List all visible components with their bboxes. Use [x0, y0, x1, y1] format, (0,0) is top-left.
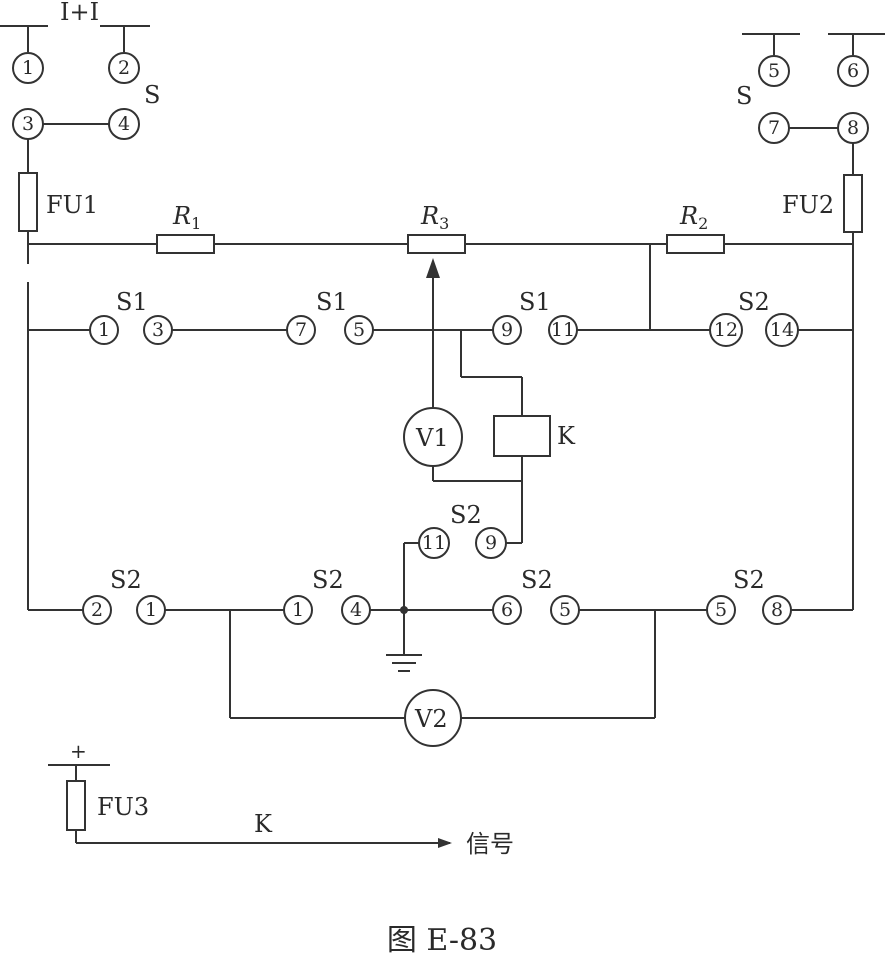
terminal-number: 8 — [847, 117, 859, 139]
bus-label-left: I+I — [60, 0, 99, 26]
switch-label-s1: S1 — [519, 288, 551, 316]
meter-label-v2: V2 — [414, 705, 448, 733]
wires — [0, 25, 885, 848]
terminal: 2 — [82, 595, 112, 625]
terminal: 5 — [344, 315, 374, 345]
terminal: 2 — [108, 52, 140, 84]
terminal-number: 8 — [771, 599, 783, 621]
terminal: 3 — [12, 108, 44, 140]
components — [18, 172, 863, 831]
terminal: 6 — [492, 595, 522, 625]
terminal: 4 — [341, 595, 371, 625]
terminal-number: 14 — [770, 319, 794, 341]
terminal: 1 — [136, 595, 166, 625]
junction-dot — [400, 606, 408, 614]
resistor-r3 — [407, 234, 466, 254]
terminal: 5 — [550, 595, 580, 625]
switch-label-s-right: S — [736, 82, 752, 110]
resistor-label-r2: R2 — [679, 202, 708, 233]
relay-k — [493, 415, 551, 457]
terminal: 12 — [709, 313, 743, 347]
terminal: 3 — [143, 315, 173, 345]
terminal-number: 2 — [118, 57, 130, 79]
terminal-number: 1 — [145, 599, 157, 621]
labels: I+I S S FU1 FU2 FU3 R1 R3 R2 S1 S1 S1 S2… — [46, 0, 834, 957]
terminal: 7 — [286, 315, 316, 345]
terminal-number: 5 — [768, 60, 780, 82]
terminal: 1 — [283, 595, 313, 625]
figure-caption: 图 E-83 — [387, 923, 497, 957]
fuse-label-fu3: FU3 — [97, 793, 149, 821]
terminal: 14 — [765, 313, 799, 347]
terminal-number: 4 — [118, 113, 130, 135]
terminal-number: 4 — [350, 599, 362, 621]
terminal: 1 — [89, 315, 119, 345]
terminal: 9 — [492, 315, 522, 345]
terminal: 1 — [12, 52, 44, 84]
voltmeter-v1 — [403, 407, 463, 467]
resistor-r1 — [156, 234, 215, 254]
switch-label-s2: S2 — [450, 501, 482, 529]
terminal-number: 1 — [292, 599, 304, 621]
terminal-number: 7 — [295, 319, 307, 341]
terminal-number: 9 — [485, 532, 497, 554]
terminal-number: 6 — [501, 599, 513, 621]
terminal-number: 3 — [22, 113, 34, 135]
terminal: 5 — [758, 55, 790, 87]
switch-label-s2: S2 — [521, 566, 553, 594]
terminal: 7 — [758, 112, 790, 144]
contact-label-k: K — [254, 810, 273, 838]
terminal-number: 9 — [501, 319, 513, 341]
terminal-number: 11 — [551, 319, 575, 341]
terminal-number: 6 — [847, 60, 859, 82]
terminal: 6 — [837, 55, 869, 87]
meter-label-v1: V1 — [415, 424, 449, 452]
terminal-number: 12 — [714, 319, 738, 341]
terminal-number: 11 — [422, 532, 446, 554]
switch-label-s2: S2 — [733, 566, 765, 594]
terminal-number: 5 — [353, 319, 365, 341]
terminal: 11 — [418, 527, 450, 559]
switch-label-s2: S2 — [738, 288, 770, 316]
fuse-label-fu2: FU2 — [782, 191, 834, 219]
resistor-r2 — [666, 234, 725, 254]
terminal-number: 2 — [91, 599, 103, 621]
terminal: 5 — [706, 595, 736, 625]
resistor-label-r1: R1 — [172, 202, 201, 233]
terminal: 9 — [475, 527, 507, 559]
fuse-fu1 — [18, 172, 38, 232]
signal-label: 信号 — [466, 830, 514, 858]
terminal-number: 7 — [768, 117, 780, 139]
plus-label: + — [70, 739, 87, 763]
relay-label-k: K — [557, 422, 576, 450]
terminal: 8 — [762, 595, 792, 625]
fuse-fu2 — [843, 174, 863, 233]
switch-label-s1: S1 — [116, 288, 148, 316]
terminal-number: 3 — [152, 319, 164, 341]
switch-label-s-left: S — [144, 81, 160, 109]
terminal-number: 1 — [22, 57, 34, 79]
terminal-number: 1 — [98, 319, 110, 341]
terminal: 11 — [548, 315, 578, 345]
switch-label-s1: S1 — [316, 288, 348, 316]
fuse-label-fu1: FU1 — [46, 191, 98, 219]
switch-label-s2: S2 — [312, 566, 344, 594]
terminal: 8 — [837, 112, 869, 144]
fuse-fu3 — [66, 780, 86, 831]
terminals: 1 2 3 4 5 6 7 8 1 3 7 5 9 11 12 14 11 9 … — [12, 52, 869, 625]
resistor-label-r3: R3 — [420, 202, 449, 233]
terminal: 4 — [108, 108, 140, 140]
voltmeter-v2 — [404, 689, 462, 747]
terminal-number: 5 — [715, 599, 727, 621]
switch-label-s2: S2 — [110, 566, 142, 594]
terminal-number: 5 — [559, 599, 571, 621]
wiper-arrow-icon — [426, 258, 440, 278]
